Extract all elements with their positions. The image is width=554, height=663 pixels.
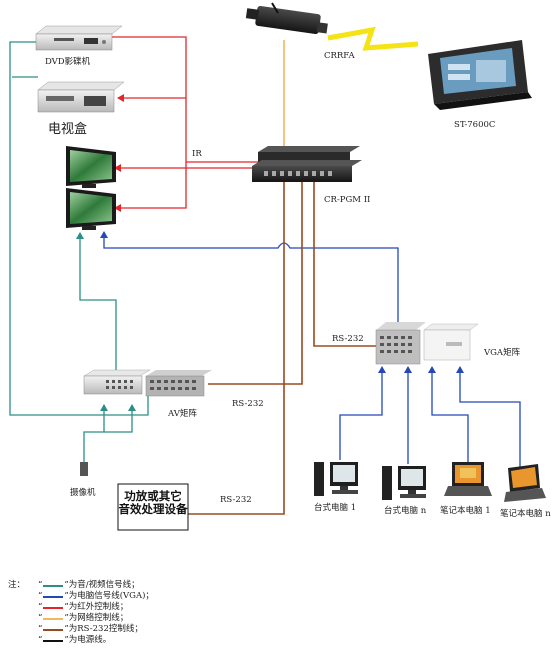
legend-swatch-rs232 bbox=[43, 628, 64, 631]
av-line-dvd bbox=[9, 41, 149, 416]
legend-row-vga: “” 为电脑信号线(VGA)； bbox=[38, 591, 154, 601]
rs232-line-vga bbox=[313, 182, 376, 347]
amp-device-label-2: 音效处理设备 bbox=[119, 502, 188, 516]
rs232-amp-label: RS-232 bbox=[220, 495, 252, 505]
av-line-tv bbox=[76, 232, 117, 372]
desktop-pc-n bbox=[382, 466, 426, 500]
vga-line-desktop1 bbox=[339, 366, 386, 460]
tv-box-label: 电视盒 bbox=[48, 121, 87, 137]
legend-swatch-vga bbox=[43, 595, 64, 598]
legend-prefix: 注： bbox=[8, 580, 26, 590]
wireless-gateway bbox=[245, 2, 328, 34]
amp-device bbox=[117, 483, 189, 531]
rs232-line-av bbox=[208, 182, 303, 385]
wireless-link bbox=[327, 26, 419, 51]
legend-text-rs232: 为RS-232控制线； bbox=[68, 624, 143, 634]
legend-text-ir: 为红外控制线； bbox=[68, 602, 129, 612]
rs232-vga-label: RS-232 bbox=[332, 334, 364, 344]
laptop-1 bbox=[444, 462, 492, 496]
touch-panel bbox=[428, 40, 532, 110]
legend: 注： “” 为音/视频信号线； “” 为电脑信号线(VGA)； “” 为红外控制… bbox=[8, 580, 154, 646]
laptop-n bbox=[504, 464, 546, 502]
control-host bbox=[252, 146, 362, 182]
av-line-camera-2 bbox=[104, 404, 136, 433]
dvd-player bbox=[35, 25, 123, 51]
legend-text-vga: 为电脑信号线(VGA)； bbox=[68, 591, 154, 601]
tv-screen-1 bbox=[66, 146, 116, 188]
laptop-n-label: 笔记本电脑 n bbox=[500, 508, 551, 519]
camera bbox=[80, 462, 88, 476]
legend-row-rs232: “” 为RS-232控制线； bbox=[38, 624, 143, 634]
legend-swatch-power bbox=[43, 639, 64, 642]
legend-row-power: “” 为电源线。 bbox=[38, 635, 112, 645]
legend-row-av: 注： “” 为音/视频信号线； bbox=[8, 580, 140, 590]
legend-text-network: 为网络控制线； bbox=[68, 613, 129, 623]
av-matrix-label: AV矩阵 bbox=[167, 408, 197, 419]
dvd-player-label: DVD影碟机 bbox=[45, 56, 91, 67]
ir-line-tv2 bbox=[114, 162, 187, 212]
legend-row-ir: “” 为红外控制线； bbox=[38, 602, 129, 612]
rs232-line-amp bbox=[188, 182, 285, 515]
legend-swatch-network bbox=[43, 617, 64, 620]
laptop-1-label: 笔记本电脑 1 bbox=[440, 505, 491, 516]
ir-line-dvd bbox=[99, 33, 262, 163]
desktop-1-label: 台式电脑 1 bbox=[314, 502, 356, 513]
legend-row-network: “” 为网络控制线； bbox=[38, 613, 129, 623]
legend-swatch-ir bbox=[43, 606, 64, 609]
vga-matrix-label: VGA矩阵 bbox=[483, 347, 521, 358]
touch-panel-label: ST-7600C bbox=[454, 120, 495, 130]
desktop-pc-1 bbox=[314, 462, 358, 496]
legend-text-power: 为电源线。 bbox=[68, 635, 112, 645]
tv-screen-2 bbox=[66, 188, 116, 230]
legend-text-av: 为音/视频信号线； bbox=[68, 580, 140, 590]
amp-device-label-1: 功放或其它 bbox=[124, 489, 182, 503]
vga-line-laptop1 bbox=[428, 366, 469, 462]
legend-swatch-av bbox=[43, 584, 64, 587]
camera-label: 摄像机 bbox=[70, 487, 96, 498]
av-matrix bbox=[83, 369, 212, 397]
av-line-camera bbox=[83, 404, 108, 462]
vga-matrix bbox=[375, 322, 479, 365]
control-host-label: CR-PGM II bbox=[324, 195, 370, 205]
rs232-av-label: RS-232 bbox=[232, 399, 264, 409]
vga-line-tv bbox=[100, 231, 399, 324]
wireless-gateway-label: CRRFA bbox=[324, 51, 355, 61]
vga-line-laptopn bbox=[456, 366, 521, 468]
desktop-n-label: 台式电脑 n bbox=[384, 505, 427, 516]
tv-box bbox=[37, 81, 125, 113]
ir-label: IR bbox=[192, 149, 202, 159]
